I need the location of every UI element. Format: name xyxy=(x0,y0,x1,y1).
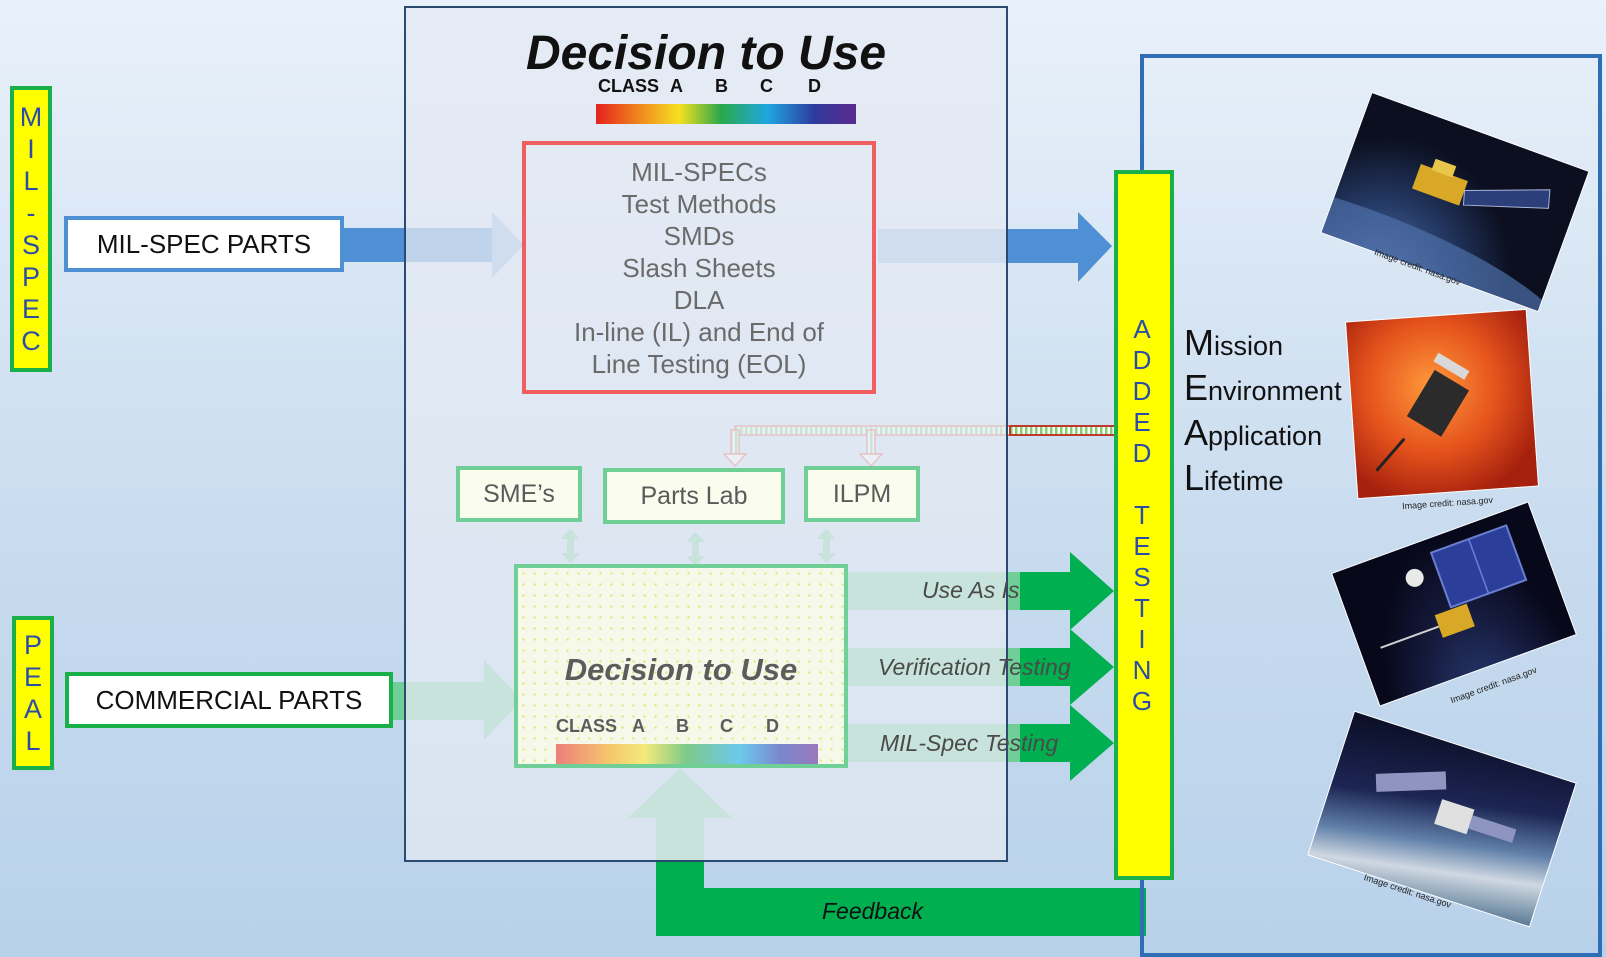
added-letter: D xyxy=(1132,438,1152,468)
class-label: CLASS xyxy=(556,716,618,736)
spec-item: Line Testing (EOL) xyxy=(591,348,807,379)
spec-item: In-line (IL) and End of xyxy=(573,316,825,347)
class-label: CLASS xyxy=(598,76,660,96)
parts-lab-box: Parts Lab xyxy=(603,468,785,524)
peal-letter: L xyxy=(25,726,41,756)
milspec-output-arrow-head xyxy=(1078,212,1112,282)
class-level: B xyxy=(715,76,728,96)
spec-item: Slash Sheets xyxy=(622,252,776,283)
outcome-verification-testing: Verification Testing xyxy=(878,654,1071,680)
class-scale-bottom: CLASS A B C D xyxy=(556,716,816,738)
class-level: D xyxy=(808,76,821,96)
spec-item: SMDs xyxy=(663,220,735,251)
added-letter: D xyxy=(1132,345,1152,375)
class-level: B xyxy=(676,716,689,736)
milspec-letter: P xyxy=(21,262,40,292)
solar-probe-image xyxy=(1346,309,1538,499)
peal-letter: A xyxy=(23,694,42,724)
added-letter: S xyxy=(1133,562,1151,592)
satellite-icon xyxy=(1375,771,1517,843)
smes-box: SME’s xyxy=(456,466,582,522)
added-letter: T xyxy=(1134,593,1150,623)
feedback-label: Feedback xyxy=(822,898,924,924)
added-letter: E xyxy=(1133,407,1151,437)
added-letter: E xyxy=(1133,531,1151,561)
milspec-vertical-label: M I L - S P E C xyxy=(10,86,52,372)
satellite-icon xyxy=(1380,524,1528,649)
added-letter: G xyxy=(1131,686,1153,716)
added-testing-letters: A D D E D T E S T I N G xyxy=(1122,314,1166,717)
milspec-letter: I xyxy=(27,134,35,164)
probe-icon xyxy=(1375,352,1470,472)
milspec-letter: C xyxy=(21,326,41,356)
spec-item: DLA xyxy=(673,284,725,315)
ilpm-box: ILPM xyxy=(804,466,920,522)
added-letter: D xyxy=(1132,376,1152,406)
outcome-milspec-testing: MIL-Spec Testing xyxy=(880,730,1059,756)
milspec-letter: M xyxy=(19,102,43,132)
ilpm-label: ILPM xyxy=(832,479,892,508)
meal-cap: E xyxy=(1184,367,1209,408)
meal-cap: M xyxy=(1184,322,1214,363)
meal-line-application: Application xyxy=(1184,412,1342,457)
class-level: C xyxy=(760,76,773,96)
peal-letter: E xyxy=(23,662,42,692)
milspec-letter: E xyxy=(21,294,40,324)
milspec-output-arrow-shaft-strong xyxy=(1008,229,1080,263)
orbital-satellite-image xyxy=(1332,502,1576,706)
meal-rest: ifetime xyxy=(1204,466,1284,496)
added-letter: N xyxy=(1132,655,1152,685)
added-letter: T xyxy=(1134,500,1150,530)
added-testing-bar xyxy=(1114,170,1174,880)
milspec-requirements-box: MIL-SPECs Test Methods SMDs Slash Sheets… xyxy=(522,141,876,394)
milspec-letter: L xyxy=(23,166,39,196)
class-scale-top: CLASS A B C D xyxy=(598,76,868,98)
added-letter xyxy=(1122,469,1162,500)
meal-rest: pplication xyxy=(1208,421,1323,451)
meal-line-mission: Mission xyxy=(1184,322,1342,367)
added-letter: I xyxy=(1138,624,1146,654)
milspec-parts-label: MIL-SPEC PARTS xyxy=(96,228,312,259)
peal-letter: P xyxy=(23,630,42,660)
milspec-letter: - xyxy=(26,198,36,228)
class-rainbow-bar-soft xyxy=(556,744,818,764)
outcome-use-as-is: Use As Is xyxy=(922,577,1020,603)
meal-rest: nvironment xyxy=(1208,376,1342,406)
meal-line-lifetime: Lifetime xyxy=(1184,457,1342,502)
class-rainbow-bar xyxy=(596,104,856,124)
decision-box: Decision to Use CLASS A B C D xyxy=(514,564,848,768)
milspec-letter: S xyxy=(21,230,40,260)
earth-observation-image xyxy=(1308,711,1576,927)
meal-acronym: Mission Environment Application Lifetime xyxy=(1184,322,1342,502)
smes-label: SME’s xyxy=(483,479,555,508)
peal-vertical-label: P E A L xyxy=(12,616,54,770)
spec-item: MIL-SPECs xyxy=(631,156,767,187)
spec-item: Test Methods xyxy=(621,188,777,219)
decision-box-title: Decision to Use xyxy=(564,652,798,687)
commercial-parts-label: COMMERCIAL PARTS xyxy=(95,684,363,715)
parts-lab-label: Parts Lab xyxy=(640,481,748,510)
commercial-parts-box: COMMERCIAL PARTS xyxy=(65,672,393,728)
added-letter: A xyxy=(1133,314,1151,344)
page-title: Decision to Use xyxy=(525,27,887,80)
milspec-parts-box: MIL-SPEC PARTS xyxy=(64,216,344,272)
meal-cap: L xyxy=(1184,457,1205,498)
class-level: A xyxy=(632,716,645,736)
class-level: D xyxy=(766,716,779,736)
meal-line-environment: Environment xyxy=(1184,367,1342,412)
meal-rest: ission xyxy=(1214,331,1284,361)
meal-cap: A xyxy=(1184,412,1209,453)
class-level: A xyxy=(670,76,683,96)
class-level: C xyxy=(720,716,733,736)
